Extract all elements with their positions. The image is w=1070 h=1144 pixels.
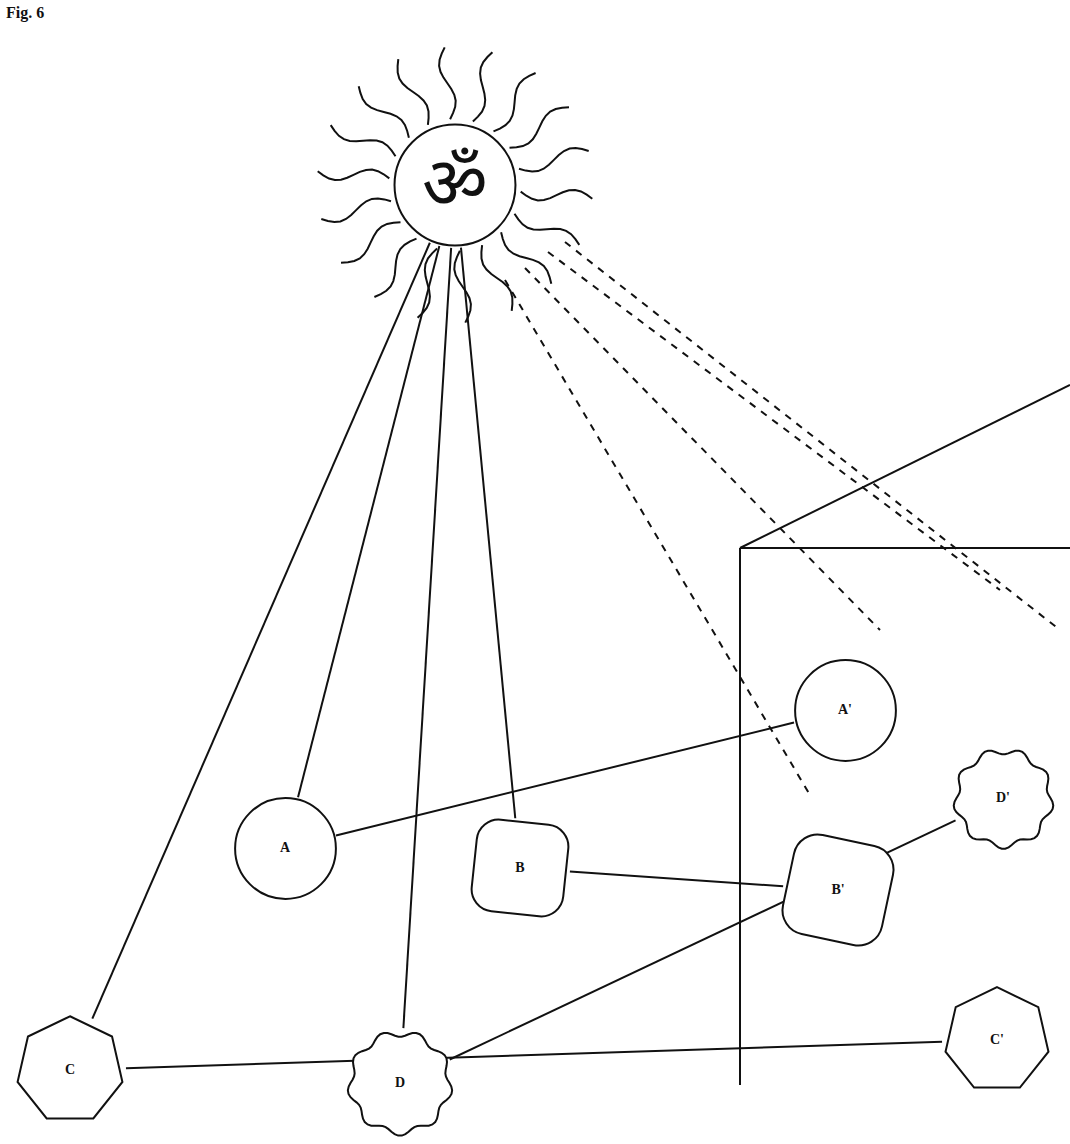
sun-ray	[515, 214, 580, 245]
wall	[740, 385, 1070, 1085]
sun-ray	[439, 47, 456, 119]
sun-ray	[341, 222, 401, 263]
point-letter: B'	[829, 882, 846, 897]
point-letter: B	[513, 860, 526, 875]
heptagon-image	[946, 987, 1049, 1087]
point-letter: D'	[994, 790, 1012, 805]
sun-ray	[481, 245, 512, 311]
point-letter: C'	[988, 1032, 1006, 1047]
om-symbol: ॐ	[420, 145, 490, 224]
body-node: B'	[783, 835, 893, 945]
sun-ray	[321, 198, 391, 222]
sun-ray	[418, 249, 438, 318]
projection-line	[336, 723, 794, 836]
sun-ray	[398, 59, 429, 125]
sun-ray	[501, 232, 551, 283]
body-node: A'	[793, 658, 898, 763]
body-node: C	[14, 1014, 126, 1126]
light-ray	[403, 248, 451, 1028]
sun-rays	[318, 47, 593, 322]
point-letter: A	[278, 840, 292, 855]
light-ray	[461, 248, 515, 819]
figure-number: Fig. 6	[6, 4, 44, 22]
body-node: D	[345, 1028, 455, 1138]
sun-disc	[395, 125, 516, 246]
circle-image	[795, 660, 896, 761]
sun-node: ॐ	[392, 122, 518, 248]
sun-ray	[331, 125, 396, 156]
sun-ray	[519, 148, 589, 172]
sun-ray	[494, 73, 536, 131]
projection-line	[126, 1042, 942, 1068]
body-node: D'	[951, 746, 1056, 851]
point-letter: A'	[836, 702, 854, 717]
sun-ray	[318, 170, 390, 180]
point-letter: C	[63, 1062, 77, 1077]
light-ray	[298, 246, 439, 797]
wavy-body	[348, 1033, 452, 1136]
body-node: B	[470, 818, 570, 918]
sun-ray	[521, 190, 593, 200]
rounded-image	[778, 830, 898, 950]
point-letter: D	[393, 1075, 407, 1090]
wavy-image	[953, 750, 1053, 848]
body-node: A	[233, 796, 338, 901]
circle-body	[235, 798, 336, 899]
light-ray	[92, 243, 430, 1019]
heptagon-body	[18, 1016, 123, 1118]
sun-ray	[359, 86, 409, 138]
sun-ray	[510, 107, 570, 148]
projection-line	[570, 871, 783, 886]
dashed-rays	[505, 242, 1060, 795]
rounded-body	[469, 817, 570, 918]
sun-ray	[473, 52, 493, 121]
body-node: C'	[942, 985, 1052, 1095]
